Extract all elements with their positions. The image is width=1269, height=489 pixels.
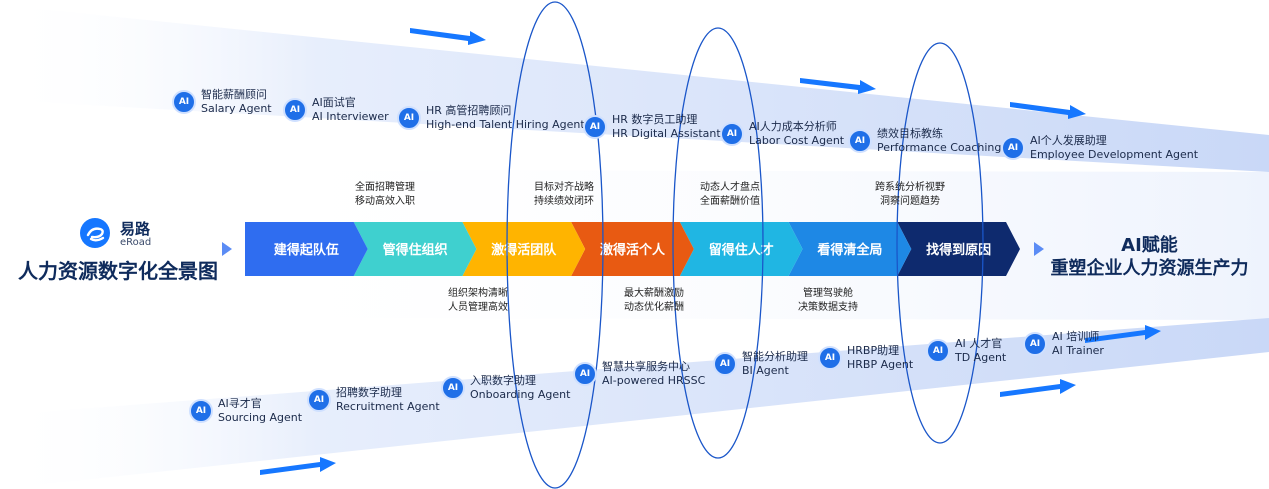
end-arrow-icon — [1034, 242, 1044, 256]
top-ribbon — [0, 5, 1269, 172]
stage-label-5: 留得住人才 — [709, 242, 774, 258]
page-title: 人力资源数字化全景图 — [18, 259, 218, 283]
stage-label-6: 看得清全局 — [817, 242, 882, 258]
ai-agent-icon: AI — [583, 115, 607, 139]
stage-label-4: 激得活个人 — [600, 242, 666, 258]
ai-subtitle: 重塑企业人力资源生产力 — [1050, 258, 1249, 279]
start-arrow-icon — [222, 242, 232, 256]
brand-name: 易路 — [120, 220, 151, 238]
stage-label-3: 激得活团队 — [491, 242, 557, 258]
stage-segment-2 — [353, 222, 477, 276]
ai-agent-icon: AI — [1001, 136, 1025, 160]
stage-label-1: 建得起队伍 — [274, 242, 339, 258]
stage-segment-3 — [462, 222, 586, 276]
stage-label-7: 找得到原因 — [926, 242, 991, 258]
bottom-ribbon — [0, 318, 1269, 489]
ai-agent-icon: AI — [172, 90, 196, 114]
ai-title: AI赋能 — [1121, 235, 1178, 256]
ai-agent-icon: AI — [818, 346, 842, 370]
stage-segment-4 — [571, 222, 694, 276]
ai-agent-icon: AI — [848, 129, 872, 153]
ai-agent-icon: AI — [441, 376, 465, 400]
annotation-bottom-2: 最大薪酬激励动态优化薪酬 — [624, 288, 684, 313]
stage-segment-1 — [245, 222, 368, 276]
ellipse-3 — [896, 42, 984, 444]
stage-segment-6 — [788, 222, 912, 276]
ai-agent-icon: AI — [1023, 332, 1047, 356]
annotation-top-2: 目标对齐战略持续绩效闭环 — [534, 182, 594, 207]
flow-arrows — [260, 28, 1161, 475]
stage-segment-7 — [897, 222, 1020, 276]
stage-label-2: 管得住组织 — [383, 242, 448, 258]
stage-ellipses — [506, 1, 984, 489]
annotation-bottom-3: 管理驾驶舱决策数据支持 — [798, 288, 858, 313]
annotation-bottom-1: 组织架构清晰人员管理高效 — [448, 288, 508, 313]
brand-name-en: eRoad — [120, 237, 152, 248]
ai-agent-icon: AI — [713, 352, 737, 376]
ellipse-2 — [672, 27, 764, 459]
ai-agent-icon: AI — [189, 399, 213, 423]
eroad-logo-icon — [80, 218, 110, 248]
annotation-top-3: 动态人才盘点全面薪酬价值 — [700, 182, 760, 207]
ai-agent-icon: AI — [307, 388, 331, 412]
ai-agent-icon: AI — [573, 362, 597, 386]
annotation-top-1: 全面招聘管理移动高效入职 — [355, 182, 415, 207]
annotation-top-4: 跨系统分析视野洞察问题趋势 — [875, 182, 945, 207]
ellipse-1 — [506, 1, 604, 489]
stage-segment-5 — [679, 222, 803, 276]
stage-chain: 建得起队伍 管得住组织 激得活团队 激得活个人 留得住人才 看得清全局 找得到原因 — [245, 222, 1020, 276]
ai-agent-icon: AI — [283, 98, 307, 122]
ai-agent-icon: AI — [926, 339, 950, 363]
ai-agent-icon: AI — [397, 106, 421, 130]
ai-agent-icon: AI — [720, 122, 744, 146]
